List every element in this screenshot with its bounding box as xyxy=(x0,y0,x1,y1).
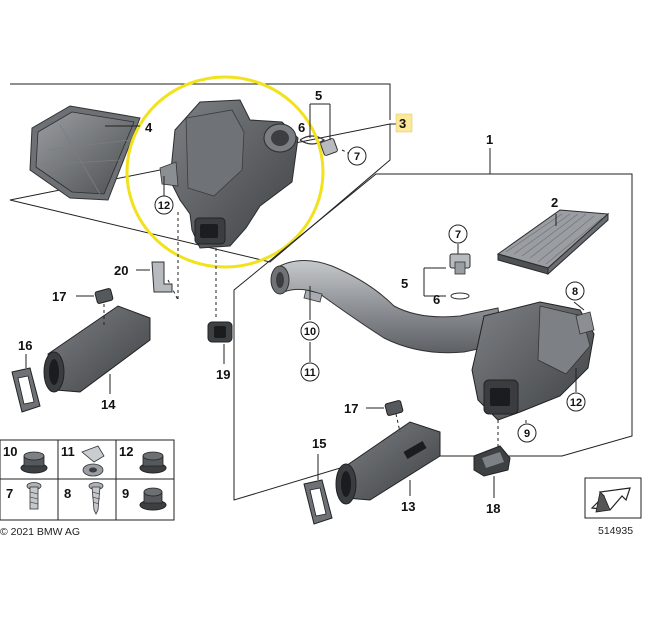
callout-3: 3 xyxy=(399,116,406,131)
callout-7-right-circle xyxy=(448,224,468,244)
callout-1: 1 xyxy=(486,132,493,147)
callout-11: 11 xyxy=(304,367,316,379)
callout-10: 10 xyxy=(304,326,316,338)
copyright-text: © 2021 BMW AG xyxy=(0,526,80,538)
legend-part-12-grommet xyxy=(139,451,167,474)
part-13-air-duct xyxy=(335,421,441,505)
part-5-sensor-right xyxy=(449,253,471,300)
callout-7-right: 7 xyxy=(455,229,461,241)
callout-13: 13 xyxy=(401,499,415,514)
legend-label-10: 10 xyxy=(3,444,17,459)
part-3-intake-housing xyxy=(159,99,299,249)
callout-9: 9 xyxy=(524,428,530,440)
callout-20: 20 xyxy=(114,263,128,278)
legend-part-11-expanding-rivet xyxy=(81,445,105,477)
callout-14: 14 xyxy=(101,397,116,412)
legend-label-8: 8 xyxy=(64,486,71,501)
group-1-frame xyxy=(233,173,633,501)
part-1-filter-housing xyxy=(471,301,595,421)
part-18-mount xyxy=(473,445,511,477)
callout-12-upper: 12 xyxy=(158,200,170,212)
part-1-intake-tube xyxy=(270,260,503,354)
callout-15: 15 xyxy=(312,436,326,451)
callout-19: 19 xyxy=(216,367,230,382)
callout-4: 4 xyxy=(145,120,153,135)
callout-11-circle xyxy=(300,362,320,382)
callout-16: 16 xyxy=(18,338,32,353)
callout-9-circle xyxy=(517,423,537,443)
group-3-frame xyxy=(9,83,391,263)
legend-label-11: 11 xyxy=(61,444,75,459)
part-6-clip-upper xyxy=(299,135,338,156)
legend-part-8-screw xyxy=(88,482,104,515)
callout-10-circle xyxy=(300,321,320,341)
part-2-air-filter xyxy=(496,209,610,276)
callout-7-upper: 7 xyxy=(354,151,360,163)
part-20-bracket xyxy=(151,261,173,293)
diagram-number: 514935 xyxy=(598,525,633,537)
part-17-pad-lower xyxy=(384,400,404,416)
callout-3-highlight xyxy=(395,113,413,133)
legend-label-9: 9 xyxy=(122,486,129,501)
legend-part-10-grommet xyxy=(20,451,48,474)
part-17-pad-upper xyxy=(94,288,114,304)
legend-label-12: 12 xyxy=(119,444,133,459)
part-19-grommet xyxy=(207,321,233,343)
callout-12-right: 12 xyxy=(570,397,582,409)
callout-7-upper-circle xyxy=(347,146,367,166)
highlight-ring xyxy=(125,75,325,269)
callout-17-lower: 17 xyxy=(344,401,358,416)
callout-6-upper: 6 xyxy=(298,120,305,135)
callout-12-upper-circle xyxy=(154,195,174,215)
callout-5-upper: 5 xyxy=(315,88,322,103)
orientation-arrow-icon xyxy=(584,477,642,519)
callout-6-right: 6 xyxy=(433,292,440,307)
part-15-seal xyxy=(303,479,333,525)
callout-5-right: 5 xyxy=(401,276,408,291)
legend-part-9-grommet xyxy=(139,487,167,511)
part-14-air-duct xyxy=(43,305,151,393)
callout-12-right-circle xyxy=(566,392,586,412)
part-16-seal xyxy=(11,367,41,413)
legend-part-7-bolt xyxy=(26,482,42,510)
callout-2: 2 xyxy=(551,195,558,210)
callout-8-circle xyxy=(565,281,585,301)
small-parts-legend: 10 11 12 7 8 xyxy=(0,439,175,521)
callout-8: 8 xyxy=(572,286,578,298)
callout-18: 18 xyxy=(486,501,500,516)
part-4-filter-element xyxy=(29,105,141,201)
callout-17-upper: 17 xyxy=(52,289,66,304)
legend-label-7: 7 xyxy=(6,486,13,501)
